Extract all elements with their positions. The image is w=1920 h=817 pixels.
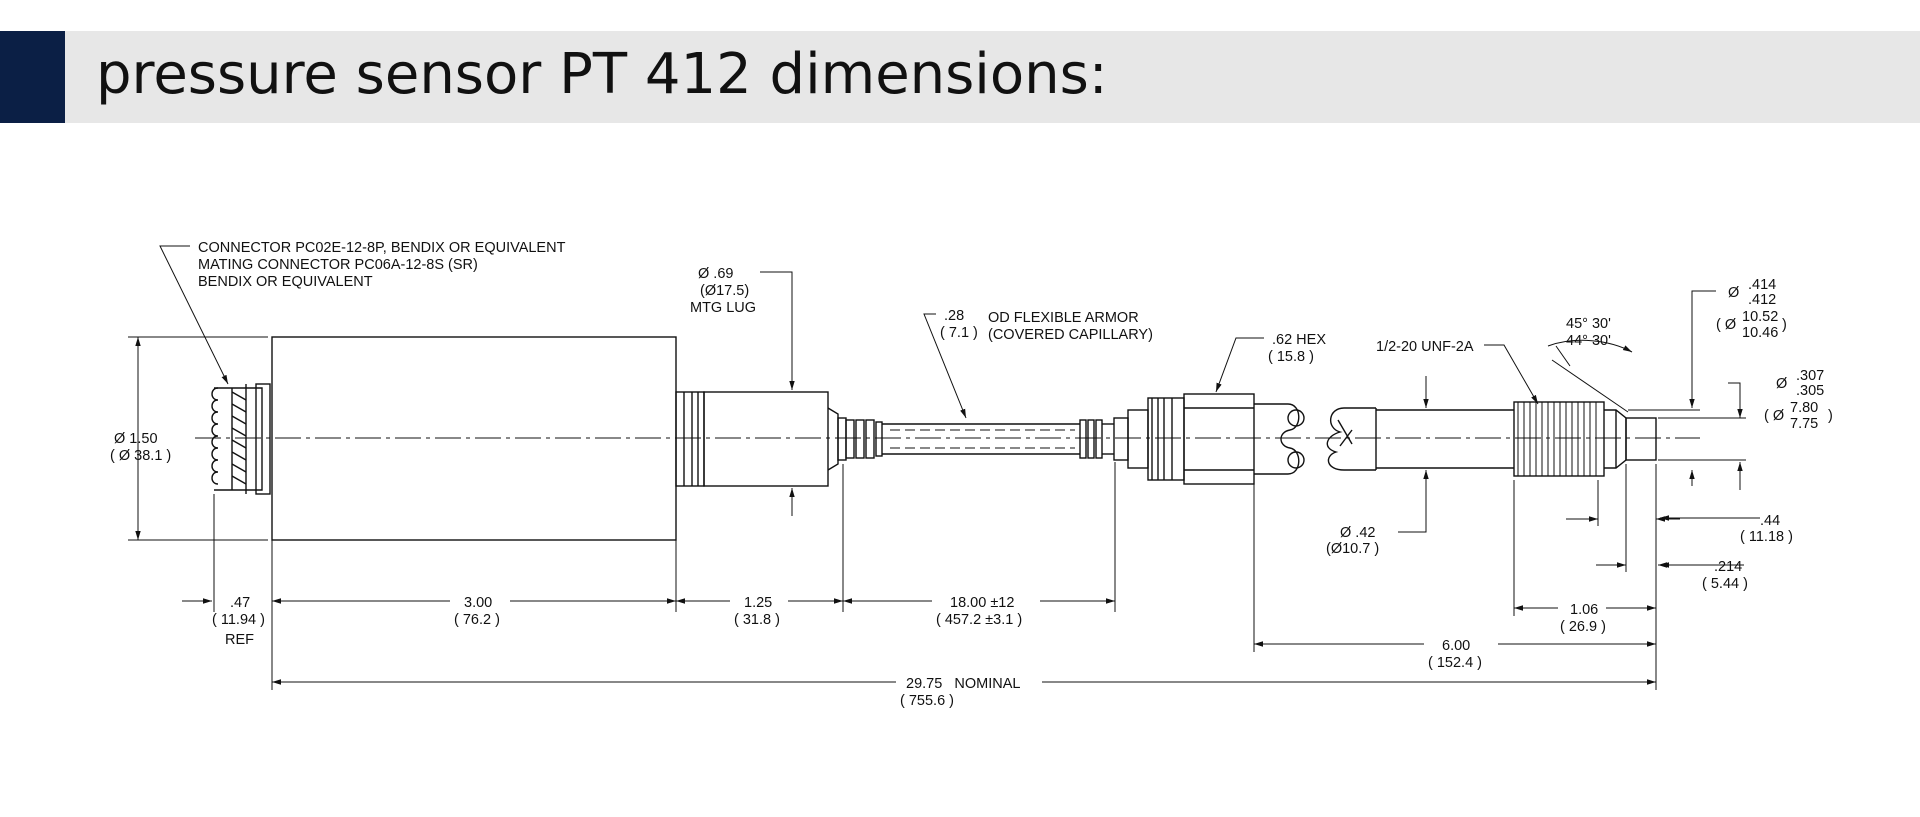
dim-106: 1.06 (1570, 602, 1598, 618)
dia-307-mm-upper: 7.80 (1790, 400, 1818, 416)
dia-042: Ø .42 (1340, 525, 1375, 541)
dim-125-mm: ( 31.8 ) (734, 612, 780, 628)
connector-note-line-1: CONNECTOR PC02E-12-8P, BENDIX OR EQUIVAL… (198, 240, 566, 256)
connector-body (211, 383, 271, 495)
annotations: CONNECTOR PC02E-12-8P, BENDIX OR EQUIVAL… (110, 240, 1833, 709)
dia-414-upper: .414 (1748, 277, 1776, 293)
title-accent-block (0, 31, 65, 123)
armor-sub-label: (COVERED CAPILLARY) (988, 327, 1153, 343)
armor-od: .28 (944, 308, 964, 324)
hex-size: .62 HEX (1272, 332, 1326, 348)
dim-0214-mm: ( 5.44 ) (1702, 576, 1748, 592)
dim-125: 1.25 (744, 595, 772, 611)
flexible-armor (845, 419, 1114, 459)
hex-fitting (1113, 393, 1305, 485)
dia-307-upper: .307 (1796, 368, 1824, 384)
connector-note-line-3: BENDIX OR EQUIVALENT (198, 274, 373, 290)
dim-300-mm: ( 76.2 ) (454, 612, 500, 628)
dim-600-mm: ( 152.4 ) (1428, 655, 1482, 671)
armor-od-mm: ( 7.1 ) (940, 325, 978, 341)
leader-lines (159, 245, 1743, 533)
dia-307-mm-prefix: ( Ø (1764, 408, 1784, 424)
dim-2975-mm: ( 755.6 ) (900, 693, 954, 709)
angle-upper: 45° 30' (1566, 316, 1611, 332)
dim-0214: .214 (1714, 559, 1742, 575)
armor-label: OD FLEXIBLE ARMOR (988, 310, 1139, 326)
dim-047-mm: ( 11.94 ) (212, 612, 265, 628)
dim-1800-mm: ( 457.2 ±3.1 ) (936, 612, 1022, 628)
dia-307-mm-lower: 7.75 (1790, 416, 1818, 432)
page-title: pressure sensor PT 412 dimensions: (96, 42, 1108, 107)
dia-150-mm: ( Ø 38.1 ) (110, 448, 171, 464)
dim-106-mm: ( 26.9 ) (1560, 619, 1606, 635)
dia-414-lower: .412 (1748, 292, 1776, 308)
dia-414-mm-suffix: ) (1782, 317, 1787, 333)
dim-047: .47 (230, 595, 250, 611)
extension-lines (128, 336, 1746, 690)
dia-307-mm-suffix: ) (1828, 408, 1833, 424)
dim-600: 6.00 (1442, 638, 1470, 654)
mtg-lug-dia: Ø .69 (698, 266, 733, 282)
probe-stem (1326, 401, 1657, 477)
dim-047-ref: REF (225, 632, 254, 648)
dim-2975: 29.75 NOMINAL (906, 676, 1020, 692)
mtg-lug-dia-mm: (Ø17.5) (700, 283, 749, 299)
dim-044-mm: ( 11.18 ) (1740, 529, 1793, 545)
dia-414-mm-lower: 10.46 (1742, 325, 1778, 341)
dia-307-lower: .305 (1796, 383, 1824, 399)
hex-size-mm: ( 15.8 ) (1268, 349, 1314, 365)
dim-1800: 18.00 ±12 (950, 595, 1014, 611)
dia-414-mm-upper: 10.52 (1742, 309, 1778, 325)
thread-spec: 1/2-20 UNF-2A (1376, 339, 1474, 355)
mounting-lug (675, 391, 847, 487)
dim-300: 3.00 (464, 595, 492, 611)
dia-150: Ø 1.50 (114, 431, 158, 447)
angle-lower: 44° 30' (1566, 333, 1611, 349)
connector-note-line-2: MATING CONNECTOR PC06A-12-8S (SR) (198, 257, 478, 273)
title-bar: pressure sensor PT 412 dimensions: (0, 31, 1920, 123)
mtg-lug-label: MTG LUG (690, 300, 756, 316)
dia-307-prefix: Ø (1776, 376, 1787, 392)
dim-044: .44 (1760, 513, 1780, 529)
dia-414-mm-prefix: ( Ø (1716, 317, 1736, 333)
dia-042-mm: (Ø10.7 ) (1326, 541, 1379, 557)
dia-414-prefix: Ø (1728, 285, 1739, 301)
dimension-lines (135, 337, 1760, 685)
